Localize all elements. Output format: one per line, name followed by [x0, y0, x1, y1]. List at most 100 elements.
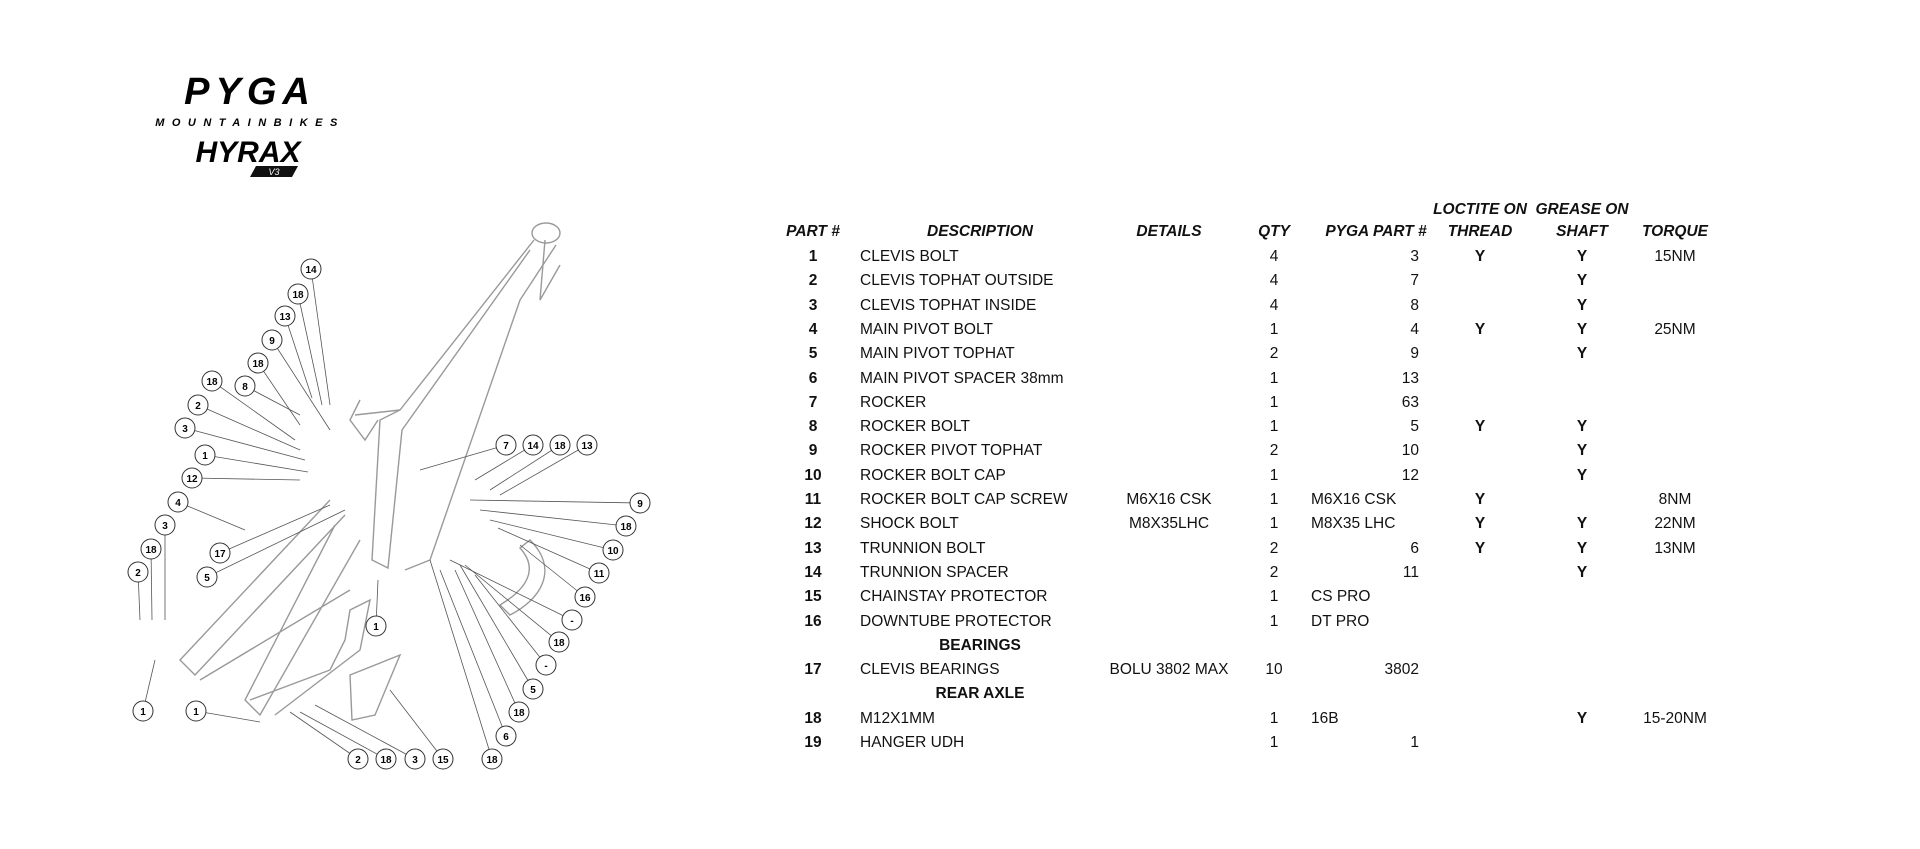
- cell-pyga-part: 4: [1410, 320, 1419, 338]
- callout-circle: [365, 615, 387, 637]
- leader-line: [310, 268, 331, 406]
- callout: 4: [167, 491, 246, 531]
- cell-torque: 13NM: [1654, 539, 1696, 557]
- cell-grease: Y: [1576, 345, 1588, 363]
- cell-part-number: 10: [804, 466, 822, 484]
- callout: 2: [289, 711, 369, 770]
- cell-pyga-part: 3: [1410, 248, 1419, 265]
- cell-loctite: Y: [1474, 515, 1486, 533]
- callout-circle: [347, 748, 369, 770]
- callout: 18: [464, 564, 570, 653]
- cell-qty: 1: [1269, 734, 1279, 751]
- cell-part-number: 9: [808, 442, 818, 460]
- callout-label: 14: [305, 265, 317, 276]
- cell-description: CLEVIS TOPHAT OUTSIDE: [860, 272, 1054, 290]
- cell-qty: 1: [1269, 588, 1279, 606]
- callout-circle: [629, 492, 651, 514]
- cell-part-number: 13: [804, 539, 822, 557]
- leader-line: [459, 564, 534, 690]
- header-qty: QTY: [1258, 223, 1290, 240]
- header-description: DESCRIPTION: [927, 223, 1033, 240]
- cell-pyga-part: 1: [1410, 734, 1419, 751]
- cell-grease: Y: [1576, 539, 1588, 557]
- callout-circle: [576, 434, 598, 456]
- callout-label: 6: [503, 732, 509, 743]
- cell-grease: Y: [1576, 709, 1588, 727]
- callout-circle: [548, 631, 570, 653]
- leader-line: [314, 704, 416, 760]
- callout: 12: [181, 467, 301, 489]
- header-grease: GREASE ON SHAFT: [1532, 201, 1632, 244]
- logo-brand: PYGA: [184, 74, 316, 113]
- cell-section-label: REAR AXLE: [935, 685, 1025, 703]
- callout: 2: [127, 561, 149, 621]
- cell-pyga-part: 3802: [1384, 661, 1419, 679]
- callout-circle: [201, 370, 223, 392]
- callout-circle: [132, 700, 154, 722]
- callout: 6: [439, 569, 517, 747]
- cell-part-number: 3: [808, 296, 818, 314]
- callout-label: 7: [503, 441, 509, 452]
- cell-grease: Y: [1576, 296, 1588, 314]
- cell-qty: 1: [1269, 320, 1279, 338]
- leader-line: [469, 499, 641, 504]
- header-grease-line2: SHAFT: [1556, 223, 1608, 240]
- callout-label: 5: [204, 573, 210, 584]
- callout-circle: [300, 258, 322, 280]
- cell-pyga-part: 8: [1410, 296, 1419, 314]
- cell-description: TRUNNION SPACER: [860, 563, 1009, 581]
- callout: 11: [497, 527, 610, 584]
- callout-label: 2: [135, 568, 141, 579]
- header-torque: TORQUE: [1641, 223, 1709, 240]
- callout-circle: [508, 701, 530, 723]
- cell-part-number: 12: [804, 515, 822, 533]
- leader-line: [197, 404, 301, 451]
- header-pyga-part: PYGA PART #: [1325, 223, 1427, 240]
- cell-description: DOWNTUBE PROTECTOR: [860, 612, 1052, 630]
- callout-label: 10: [607, 546, 619, 557]
- callout-circle: [261, 329, 283, 351]
- callout-label: 18: [486, 755, 498, 766]
- callout-label: -: [544, 661, 547, 672]
- cell-torque: 15NM: [1654, 248, 1696, 265]
- leader-line: [297, 293, 323, 406]
- cell-description: MAIN PIVOT SPACER 38mm: [860, 369, 1064, 387]
- table-section-row: BEARINGS: [0, 634, 1920, 658]
- cell-pyga-part: DT PRO: [1311, 612, 1370, 630]
- callout-label: 1: [140, 707, 146, 718]
- cell-pyga-part: CS PRO: [1311, 588, 1371, 606]
- cell-grease: Y: [1576, 515, 1588, 533]
- callout-circle: [181, 467, 203, 489]
- leader-line: [177, 501, 246, 531]
- leader-line: [204, 454, 309, 473]
- cell-pyga-part: 13: [1401, 369, 1419, 387]
- callout: 9: [469, 492, 651, 514]
- cell-description: CLEVIS BEARINGS: [860, 661, 1000, 679]
- leader-line: [489, 444, 561, 491]
- callout-label: 11: [594, 569, 605, 580]
- callout: 1: [185, 700, 261, 723]
- cell-part-number: 11: [804, 491, 822, 508]
- cell-description: SHOCK BOLT: [860, 515, 959, 533]
- callout-label: 16: [579, 593, 591, 604]
- leader-line: [184, 427, 306, 461]
- cell-torque: 25NM: [1654, 320, 1696, 338]
- cell-description: CLEVIS TOPHAT INSIDE: [860, 296, 1037, 314]
- callout: 18: [247, 352, 301, 426]
- header-grease-line1: GREASE ON: [1535, 201, 1629, 218]
- cell-grease: Y: [1576, 442, 1588, 460]
- callout-label: 1: [193, 707, 199, 718]
- callout: 18: [140, 538, 162, 621]
- callout-circle: [187, 394, 209, 416]
- leader-line: [489, 519, 614, 551]
- callout-circle: [574, 586, 596, 608]
- callout-circle: [167, 491, 189, 513]
- cell-details: BOLU 3802 MAX: [1109, 661, 1229, 679]
